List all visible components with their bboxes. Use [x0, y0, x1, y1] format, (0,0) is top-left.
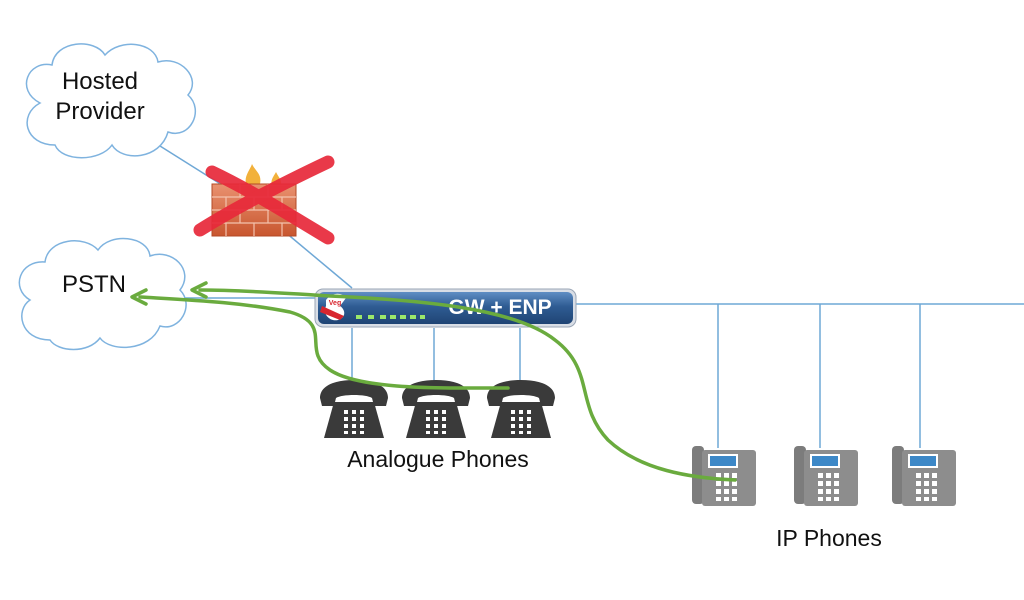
- analogue-phones-group: Analogue Phones: [320, 380, 555, 472]
- link-firewall-to-gateway: [284, 231, 353, 289]
- flame-icon: [245, 164, 261, 184]
- call-path-analogue-to-pstn: [138, 295, 510, 390]
- call-paths: [130, 281, 737, 482]
- arrowhead-icon: [130, 288, 148, 306]
- pstn-cloud: PSTN: [18, 237, 187, 351]
- call-path-ip-to-pstn: [198, 288, 737, 482]
- status-leds: [356, 315, 425, 319]
- analogue-phones-label: Analogue Phones: [347, 446, 529, 472]
- blocked-cross-icon: [193, 155, 335, 245]
- arrowhead-icon: [190, 281, 208, 299]
- hosted-provider-label-line2: Provider: [55, 98, 144, 125]
- gateway-label: GW + ENP: [448, 296, 551, 319]
- hosted-provider-label-line1: Hosted: [62, 68, 138, 95]
- ip-phone-icon: [892, 446, 956, 506]
- ip-phones-label: IP Phones: [776, 525, 882, 551]
- hosted-provider-cloud: Hosted Provider: [25, 43, 197, 159]
- ip-phones-group: IP Phones: [692, 446, 956, 551]
- gateway-logo: Veg: [320, 293, 346, 321]
- analogue-phone-icon: [320, 380, 388, 438]
- pstn-label: PSTN: [62, 271, 126, 298]
- gateway-logo-text: Veg: [329, 300, 341, 307]
- firewall: [193, 155, 335, 245]
- ip-phone-icon: [794, 446, 858, 506]
- link-hosted-to-firewall: [159, 145, 231, 191]
- gateway-device: Veg GW + ENP: [314, 288, 577, 328]
